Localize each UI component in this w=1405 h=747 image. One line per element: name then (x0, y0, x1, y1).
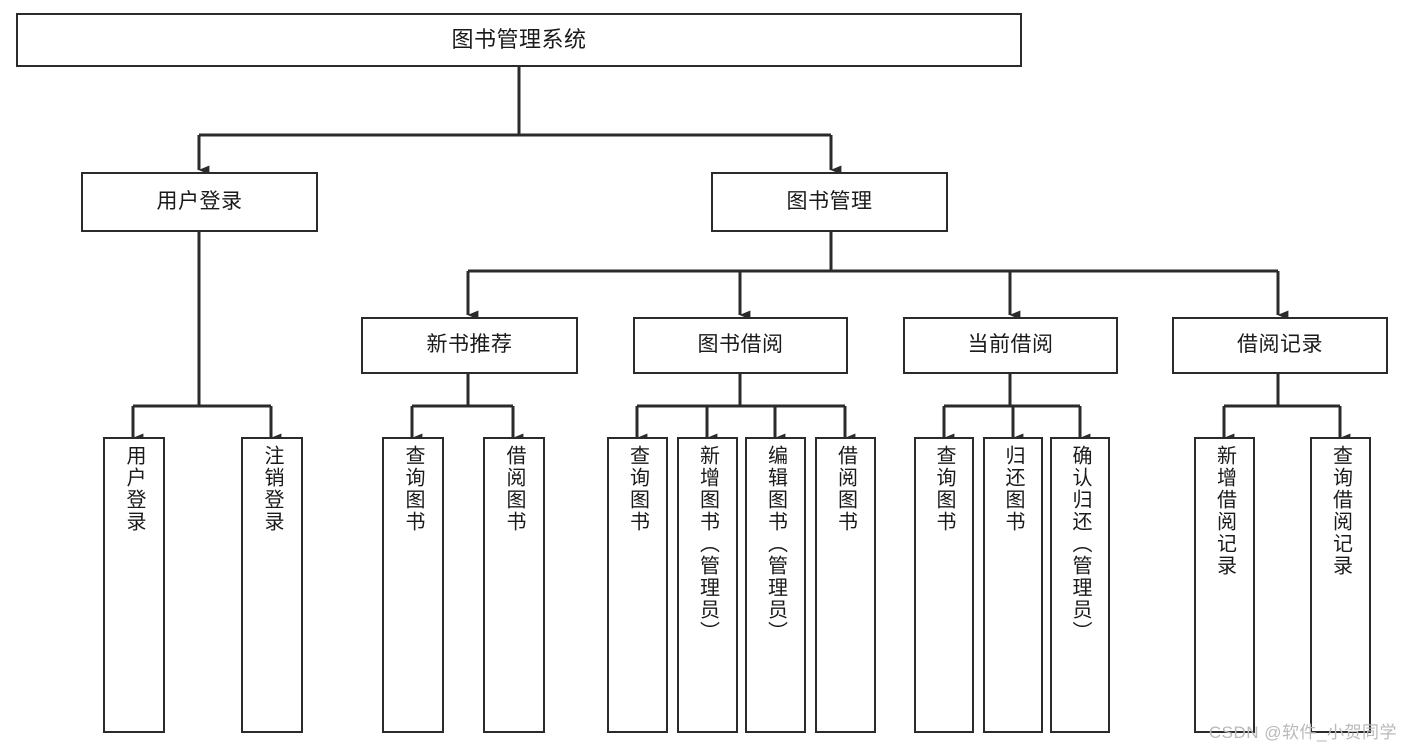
leaf-user-login-logout[interactable]: 注销登录 (241, 437, 303, 733)
node-book-borrow[interactable]: 图书借阅 (633, 317, 848, 374)
node-new-book-recommend[interactable]: 新书推荐 (361, 317, 578, 374)
leaf-book-borrow-edit[interactable]: 编辑图书（管理员） (745, 437, 806, 733)
node-label: 图书管理系统 (451, 27, 587, 53)
node-label: 用户登录 (156, 189, 243, 213)
node-label: 图书借阅 (697, 333, 784, 357)
leaf-book-borrow-query[interactable]: 查询图书 (607, 437, 668, 733)
node-label: 用户登录 (123, 445, 145, 533)
node-label: 归还图书 (1002, 445, 1024, 533)
node-label: 查询图书 (626, 445, 649, 533)
leaf-book-borrow-borrow[interactable]: 借阅图书 (815, 437, 876, 733)
node-label: 借阅图书 (503, 445, 525, 533)
node-label: 借阅记录 (1237, 333, 1323, 357)
leaf-book-borrow-add[interactable]: 新增图书（管理员） (677, 437, 738, 733)
leaf-borrow-record-add[interactable]: 新增借阅记录 (1194, 437, 1255, 733)
node-label: 新书推荐 (426, 333, 513, 357)
leaf-new-book-borrow[interactable]: 借阅图书 (483, 437, 545, 733)
node-label: 编辑图书（管理员） (764, 445, 787, 643)
leaf-current-borrow-confirm[interactable]: 确认归还（管理员） (1050, 437, 1110, 733)
node-label: 新增借阅记录 (1213, 445, 1236, 577)
node-borrow-record[interactable]: 借阅记录 (1172, 317, 1388, 374)
leaf-borrow-record-query[interactable]: 查询借阅记录 (1310, 437, 1371, 733)
node-label: 注销登录 (261, 445, 283, 533)
node-root-system[interactable]: 图书管理系统 (16, 13, 1022, 67)
node-label: 当前借阅 (967, 333, 1054, 357)
node-label: 查询图书 (933, 445, 955, 533)
node-label: 借阅图书 (834, 445, 857, 533)
node-current-borrow[interactable]: 当前借阅 (903, 317, 1118, 374)
leaf-user-login-login[interactable]: 用户登录 (103, 437, 165, 733)
node-label: 新增图书（管理员） (696, 445, 719, 643)
node-user-login[interactable]: 用户登录 (81, 172, 318, 232)
leaf-current-borrow-return[interactable]: 归还图书 (983, 437, 1043, 733)
node-label: 图书管理 (786, 189, 873, 213)
node-book-management[interactable]: 图书管理 (711, 172, 948, 232)
node-label: 查询借阅记录 (1329, 445, 1352, 577)
node-label: 确认归还（管理员） (1069, 445, 1091, 643)
watermark: CSDN @软件_小贺同学 (1208, 723, 1397, 742)
node-label: 查询图书 (402, 445, 424, 533)
leaf-current-borrow-query[interactable]: 查询图书 (914, 437, 974, 733)
leaf-new-book-query[interactable]: 查询图书 (382, 437, 444, 733)
